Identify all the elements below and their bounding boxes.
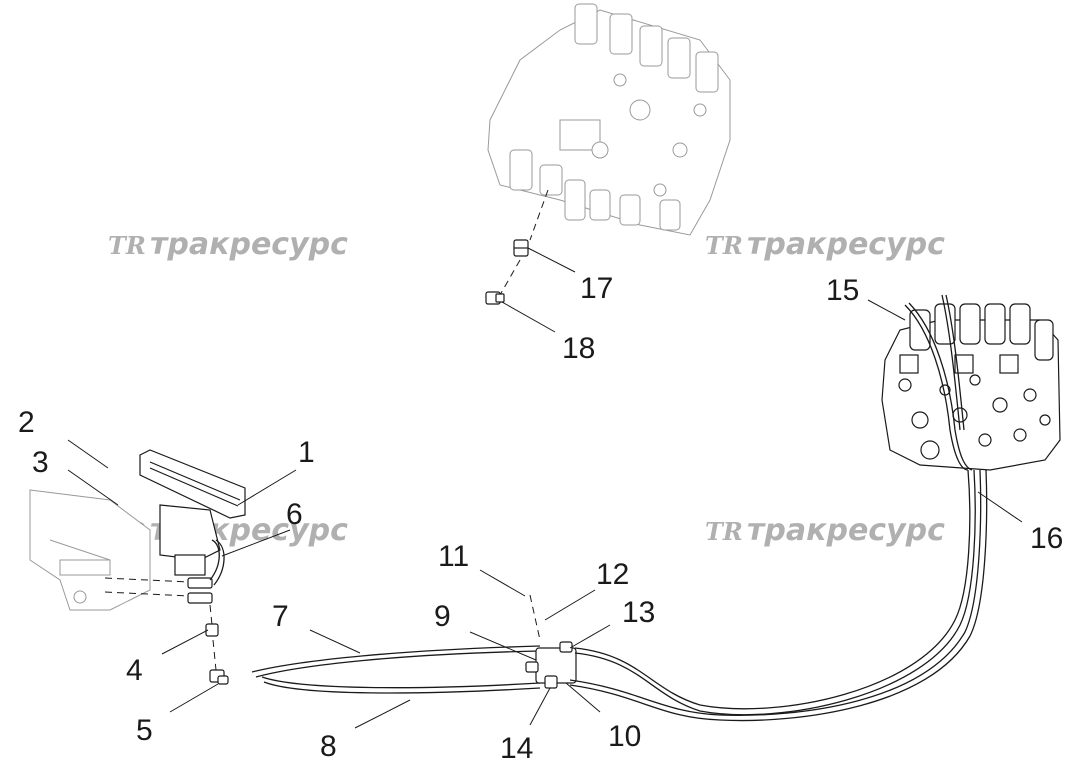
control-valve-ghost	[487, 3, 731, 236]
callout-6: 6	[286, 498, 303, 531]
leader-dashed-5	[212, 639, 217, 671]
fitting-4	[205, 623, 219, 637]
fitting-18	[485, 291, 505, 305]
callout-3: 3	[32, 446, 49, 479]
watermark-text: тракресурс	[150, 227, 348, 262]
watermark-text: тракресурс	[747, 227, 945, 262]
bracket-line-2	[104, 591, 191, 597]
callout-1: 1	[298, 436, 315, 469]
watermark-top-right: TR тракресурс	[705, 227, 945, 262]
watermark-top-left: TR тракресурс	[108, 227, 348, 262]
hose-8	[261, 676, 541, 694]
leader-dashed-4	[209, 604, 213, 626]
callout-5: 5	[136, 714, 153, 747]
hose-7	[251, 645, 541, 678]
pedal-bracket	[29, 489, 151, 611]
callout-15: 15	[826, 274, 859, 307]
watermark-text: тракресурс	[747, 513, 945, 548]
watermark-bottom-right: TR тракресурс	[705, 513, 945, 548]
leader-dashed-17	[529, 189, 549, 241]
leader-dashed-11	[529, 594, 541, 641]
callout-7: 7	[272, 600, 289, 633]
watermark-logo: TR	[108, 231, 146, 260]
callout-17: 17	[580, 272, 613, 305]
callout-4: 4	[126, 654, 143, 687]
bracket-line-1	[104, 577, 191, 583]
callout-2: 2	[18, 406, 35, 439]
callout-8: 8	[320, 730, 337, 763]
pedal-fittings	[187, 539, 225, 604]
watermark-logo: TR	[705, 231, 743, 260]
callout-16: 16	[1030, 522, 1063, 555]
watermark-logo: TR	[705, 517, 743, 546]
callout-14: 14	[500, 732, 533, 765]
fitting-17	[513, 239, 529, 257]
hose-15	[904, 294, 973, 471]
callout-18: 18	[562, 332, 595, 365]
fitting-5	[209, 669, 229, 685]
callout-11: 11	[438, 540, 469, 573]
control-valve-right	[881, 303, 1061, 471]
leader-dashed-18	[499, 259, 521, 296]
callout-13: 13	[622, 596, 655, 629]
callout-10: 10	[608, 720, 641, 753]
callout-12: 12	[596, 558, 629, 591]
callout-9: 9	[434, 600, 451, 633]
hose-16	[569, 469, 988, 722]
pedal	[139, 449, 246, 576]
leader-lines	[67, 247, 1023, 729]
manifold-9	[525, 641, 577, 689]
